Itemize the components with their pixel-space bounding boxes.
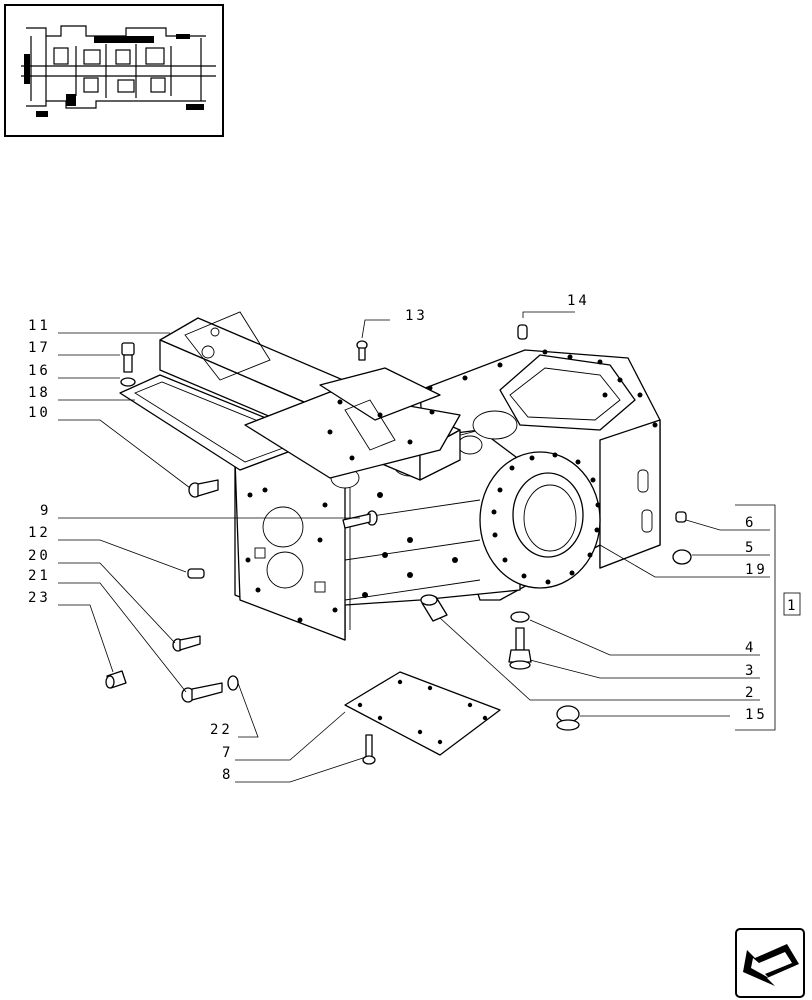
callout-14: 14 — [567, 293, 590, 309]
bolt-10 — [188, 479, 219, 498]
callout-10: 10 — [28, 405, 51, 421]
bolt-20 — [172, 635, 201, 652]
plug-12 — [187, 568, 205, 579]
callout-21: 21 — [28, 568, 51, 584]
callout-20: 20 — [28, 548, 51, 564]
callout-13: 13 — [405, 308, 428, 324]
top-cover-assembly — [119, 311, 461, 481]
bolt-21 — [181, 682, 223, 703]
callout-15: 15 — [745, 707, 768, 723]
callout-9: 9 — [40, 503, 51, 519]
next-page-arrow-icon — [743, 944, 799, 986]
transmission-section-thumbnail-icon — [21, 25, 216, 117]
bolt-13 — [356, 340, 368, 361]
callout-labels: 11 17 16 18 10 13 14 9 12 20 21 23 22 7 … — [28, 293, 768, 783]
callout-2: 2 — [745, 685, 756, 701]
next-page-button[interactable] — [735, 928, 805, 998]
bottom-cover-plate — [344, 671, 501, 756]
plug-23 — [105, 670, 127, 689]
plug-5 — [672, 549, 692, 565]
callout-23: 23 — [28, 590, 51, 606]
callout-11: 11 — [28, 318, 51, 334]
pin-14 — [517, 324, 528, 340]
callout-6: 6 — [745, 515, 756, 531]
bolt-9 — [342, 510, 378, 529]
callout-4: 4 — [745, 640, 756, 656]
plug-2 — [420, 594, 448, 622]
callout-18: 18 — [28, 385, 51, 401]
callout-12: 12 — [28, 525, 51, 541]
washer-22 — [227, 675, 239, 691]
group-box-label: 1 — [787, 598, 795, 614]
callout-17: 17 — [28, 340, 51, 356]
plug-15 — [556, 705, 580, 731]
pin-6 — [675, 511, 687, 523]
callout-19: 19 — [745, 562, 768, 578]
washer-16 — [120, 377, 136, 387]
thumbnail-frame — [4, 4, 224, 137]
callout-7: 7 — [222, 745, 233, 761]
callout-16: 16 — [28, 363, 51, 379]
callout-8: 8 — [222, 767, 233, 783]
leader-lines — [58, 311, 776, 783]
transmission-housing — [234, 349, 661, 641]
bolt-17 — [121, 342, 135, 373]
callout-3: 3 — [745, 663, 756, 679]
washer-4 — [510, 611, 530, 623]
bolt-3 — [508, 627, 532, 670]
callout-22: 22 — [210, 722, 233, 738]
callout-5: 5 — [745, 540, 756, 556]
bolt-8 — [362, 734, 376, 765]
group-box-1: 1 — [783, 592, 801, 616]
